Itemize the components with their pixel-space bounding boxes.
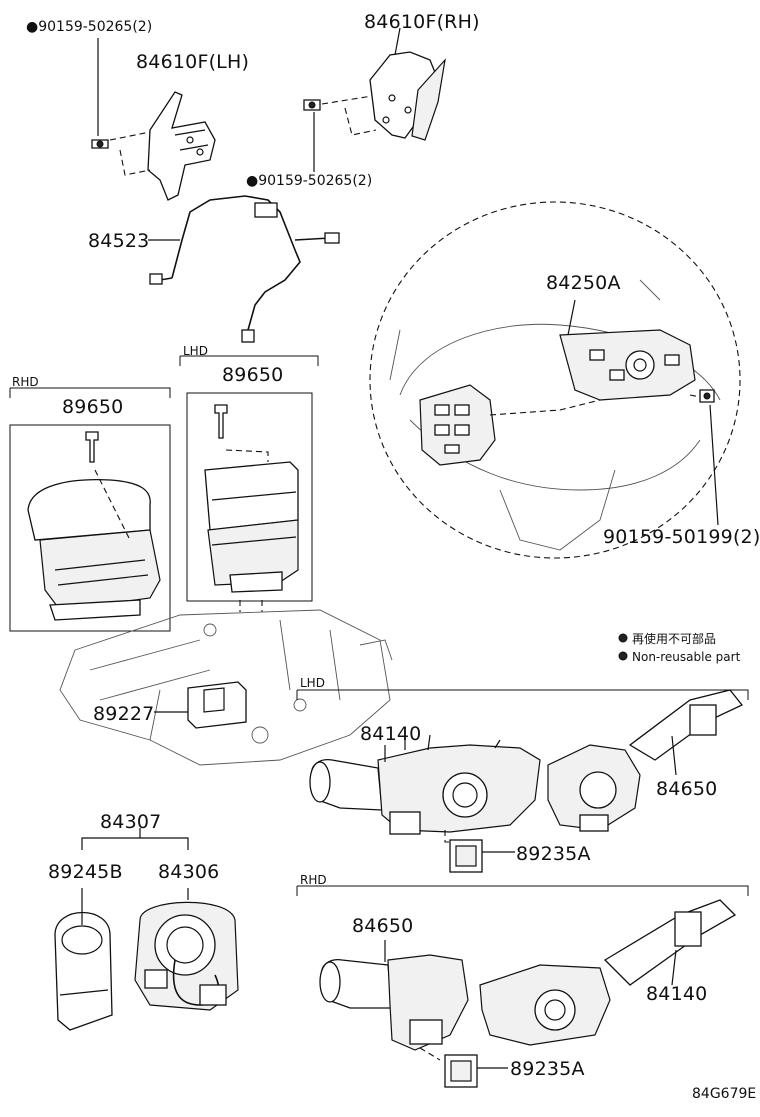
paddle-shifter-lh [91, 38, 216, 201]
wire-harness [148, 195, 340, 343]
tag-rhd-switches: RHD [300, 873, 327, 887]
label-sensor-lhd: 89650 [222, 364, 283, 386]
steering-column-sketch [59, 609, 393, 766]
wheel-switch-right [559, 299, 696, 401]
label-sw-lhd: 89235A [516, 843, 591, 865]
rhd-sensor-group [9, 387, 171, 632]
tag-rhd-sensor: RHD [12, 375, 39, 389]
legend-en: Non-reusable part [632, 650, 741, 664]
lhd-switch-bracket [296, 689, 749, 700]
tag-lhd-sensor: LHD [183, 344, 208, 358]
label-screw-lh: ●90159-50265(2) [26, 19, 152, 35]
spiral-assy-bracket [81, 828, 189, 850]
label-combo-lhd-left: 84140 [360, 723, 421, 745]
tag-lhd-switches: LHD [300, 676, 325, 690]
screw-icon [91, 139, 109, 149]
label-screw-rh: ●90159-50265(2) [246, 173, 372, 189]
label-ecu: 89227 [93, 703, 154, 725]
label-screw-wheel: 90159-50199(2) [603, 526, 760, 548]
label-spiral-assy: 84307 [100, 811, 161, 833]
paddle-shifter-rh [303, 27, 446, 172]
label-paddle-lh: 84610F(LH) [136, 51, 249, 73]
diagram-id: 84G679E [692, 1086, 756, 1102]
switch-89235a-lhd [444, 830, 515, 873]
label-paddle-rh: 84610F(RH) [364, 11, 480, 33]
screw-icon [699, 389, 715, 403]
ecu-module [154, 681, 247, 729]
label-sensor-rhd: 89650 [62, 396, 123, 418]
bullet-icon [618, 651, 628, 661]
screw-icon [303, 99, 321, 111]
switch-89235a-rhd [419, 1047, 508, 1088]
label-harness: 84523 [88, 230, 149, 252]
label-spiral-cover: 89245B [48, 861, 123, 883]
spiral-cable [134, 888, 239, 1011]
label-spiral-cable: 84306 [158, 861, 219, 883]
bullet-icon [618, 633, 628, 643]
legend: 再使用不可部品 Non-reusable part [618, 631, 741, 664]
spiral-cover [54, 888, 113, 1031]
combination-switch-lhd-right [547, 689, 744, 832]
rhd-switch-bracket [296, 885, 749, 896]
combination-switch-lhd-left [309, 734, 541, 835]
combination-switch-rhd-right [479, 899, 737, 1046]
label-sw-rhd: 89235A [510, 1058, 585, 1080]
combination-switch-rhd-left [319, 940, 469, 1051]
label-combo-rhd-right: 84140 [646, 983, 707, 1005]
label-combo-rhd-left: 84650 [352, 915, 413, 937]
label-wheel-switch: 84250A [546, 272, 621, 294]
label-combo-lhd-right: 84650 [656, 778, 717, 800]
legend-jp: 再使用不可部品 [632, 631, 716, 646]
lhd-sensor-group [179, 355, 319, 612]
wheel-switch-left [419, 384, 496, 466]
